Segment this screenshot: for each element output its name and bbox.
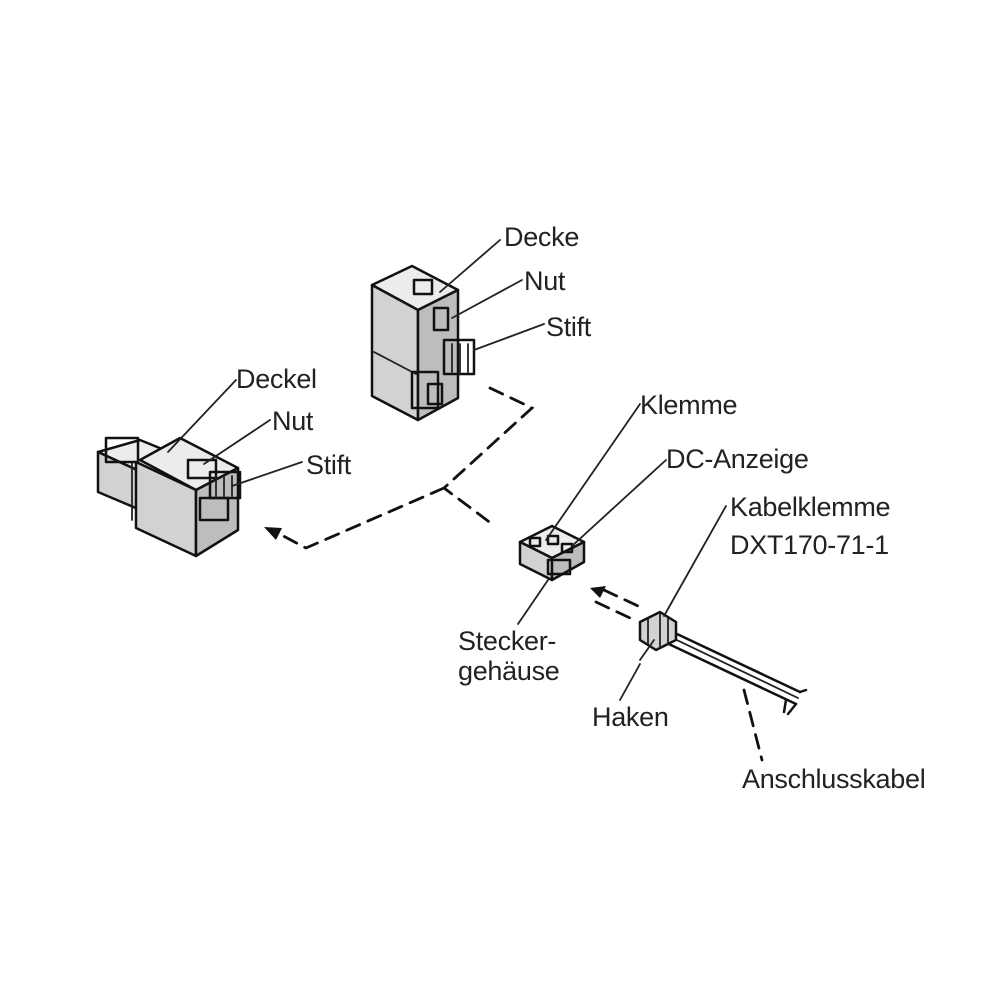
label-dc-anzeige: DC-Anzeige: [666, 444, 809, 474]
leader-lines: [167, 239, 764, 762]
assembly-paths: [264, 386, 640, 620]
label-kabelklemme-part-number: DXT170-71-1: [730, 530, 889, 560]
label-kabelklemme: Kabelklemme: [730, 492, 891, 522]
upper-connector-block: [370, 264, 476, 422]
connection-cable: [654, 624, 808, 716]
label-steckergehaeuse-line2: gehäuse: [458, 656, 560, 686]
label-stift-left: Stift: [306, 450, 352, 480]
label-stift-top: Stift: [546, 312, 592, 342]
label-steckergehaeuse-line1: Stecker-: [458, 626, 557, 656]
label-nut-left: Nut: [272, 406, 314, 436]
cable-clamp: [638, 610, 678, 652]
label-anschlusskabel: Anschlusskabel: [742, 764, 926, 794]
label-klemme: Klemme: [640, 390, 738, 420]
label-deckel-top: Decke: [504, 222, 580, 252]
label-haken: Haken: [592, 702, 669, 732]
plug-housing: [518, 524, 586, 582]
left-connector-block: [96, 436, 242, 558]
label-deckel-left: Deckel: [236, 364, 317, 394]
label-nut-top: Nut: [524, 266, 566, 296]
